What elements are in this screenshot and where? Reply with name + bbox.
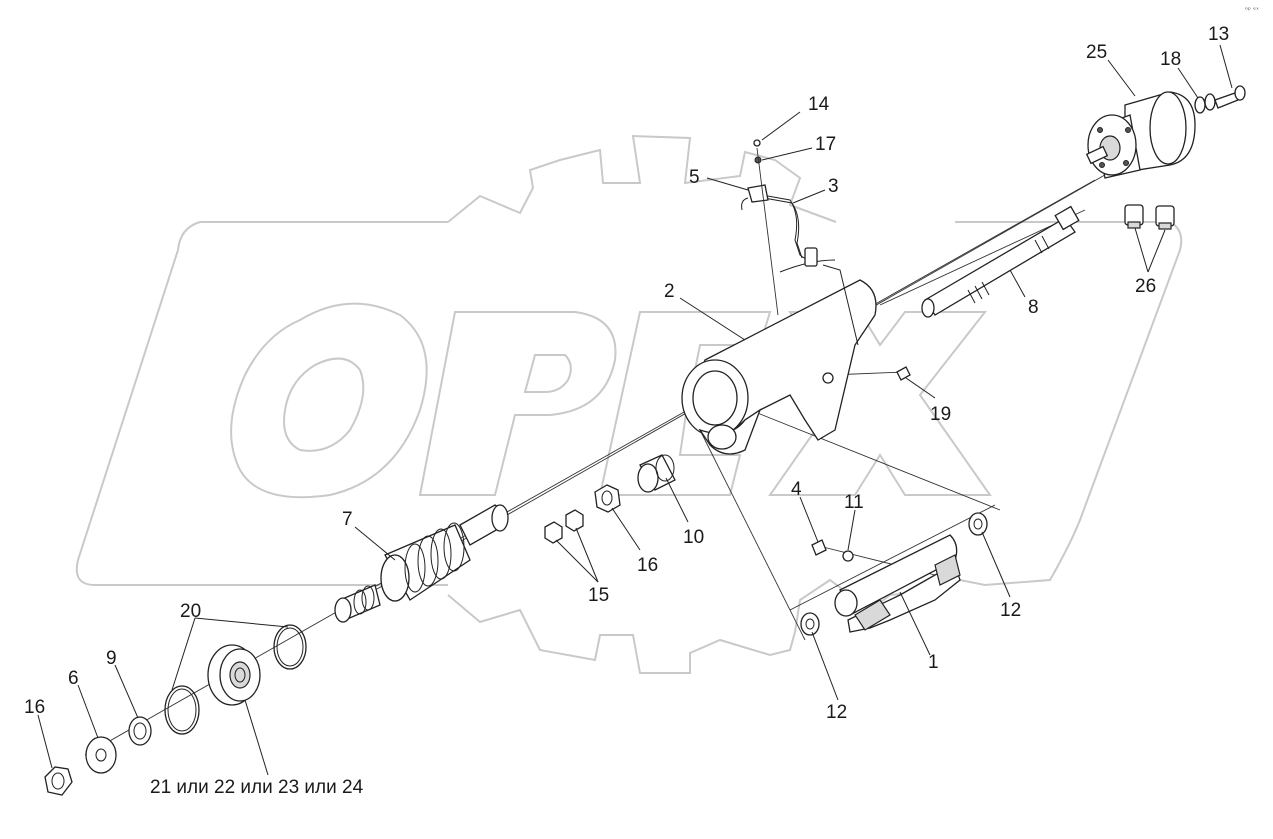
callout-20: 20 bbox=[180, 601, 201, 622]
part-pipe-3 bbox=[761, 194, 818, 267]
callout-13: 13 bbox=[1208, 24, 1229, 45]
part-plug-14 bbox=[753, 139, 761, 147]
callout-2: 2 bbox=[664, 281, 675, 302]
callout-9: 9 bbox=[106, 648, 117, 669]
part-bracket-1 bbox=[834, 534, 961, 633]
part-bushing-10 bbox=[637, 454, 676, 493]
callout-10: 10 bbox=[683, 527, 704, 548]
callout-7: 7 bbox=[342, 509, 353, 530]
part-bolt-13 bbox=[1214, 85, 1246, 109]
part-washer-6 bbox=[85, 736, 117, 774]
part-washer-12-right bbox=[968, 512, 988, 536]
part-nut-16-lower bbox=[44, 766, 73, 796]
watermark-gear-outline bbox=[75, 134, 1183, 674]
callout-16-lower: 16 bbox=[24, 697, 45, 718]
part-fittings-26 bbox=[1124, 204, 1175, 230]
watermark-letter-o bbox=[230, 302, 428, 499]
part-retaining-ring-20-upper bbox=[273, 624, 307, 670]
part-nipple-19 bbox=[896, 366, 911, 381]
part-washer-9 bbox=[128, 716, 152, 746]
callout-12-right: 12 bbox=[1000, 600, 1021, 621]
callout-3: 3 bbox=[828, 176, 839, 197]
callout-12-left: 12 bbox=[826, 702, 847, 723]
callout-8: 8 bbox=[1028, 297, 1039, 318]
watermark-logo bbox=[75, 134, 1183, 674]
part-nut-16-upper bbox=[594, 484, 621, 513]
watermark-letter-p bbox=[418, 311, 617, 496]
callout-labels: 13 18 25 14 17 5 3 26 8 2 19 10 16 15 4 … bbox=[24, 24, 1229, 798]
corner-mark: ᵒᵖ ᵉˣ bbox=[1245, 6, 1259, 14]
part-bolt-4 bbox=[811, 539, 827, 556]
part-worm-shaft-7 bbox=[334, 504, 509, 623]
callout-1: 1 bbox=[928, 652, 939, 673]
callout-15: 15 bbox=[588, 585, 609, 606]
callout-11: 11 bbox=[844, 492, 864, 513]
part-shaft-8 bbox=[921, 205, 1080, 318]
part-bearing-21-24 bbox=[207, 644, 261, 706]
part-nuts-15 bbox=[544, 509, 584, 544]
callout-bearing-21-24: 21 или 22 или 23 или 24 bbox=[150, 777, 364, 798]
callout-26: 26 bbox=[1135, 276, 1156, 297]
callout-16-upper: 16 bbox=[637, 555, 658, 576]
part-hydraulic-motor bbox=[1085, 91, 1196, 179]
callout-14: 14 bbox=[808, 94, 830, 115]
part-retaining-ring-20-lower bbox=[164, 685, 200, 735]
part-nut-11 bbox=[842, 550, 854, 562]
callout-5: 5 bbox=[689, 167, 700, 188]
callout-19: 19 bbox=[930, 404, 951, 425]
leader-lines bbox=[37, 44, 1233, 776]
part-housing-2 bbox=[681, 259, 877, 455]
callout-25: 25 bbox=[1086, 42, 1107, 63]
callout-17: 17 bbox=[815, 134, 836, 155]
watermark-letter-x bbox=[768, 311, 992, 496]
part-washer-18 bbox=[1194, 93, 1216, 114]
part-washer-12-left bbox=[800, 612, 820, 636]
callout-6: 6 bbox=[68, 668, 79, 689]
callout-18: 18 bbox=[1160, 49, 1181, 70]
callout-4: 4 bbox=[791, 479, 802, 500]
